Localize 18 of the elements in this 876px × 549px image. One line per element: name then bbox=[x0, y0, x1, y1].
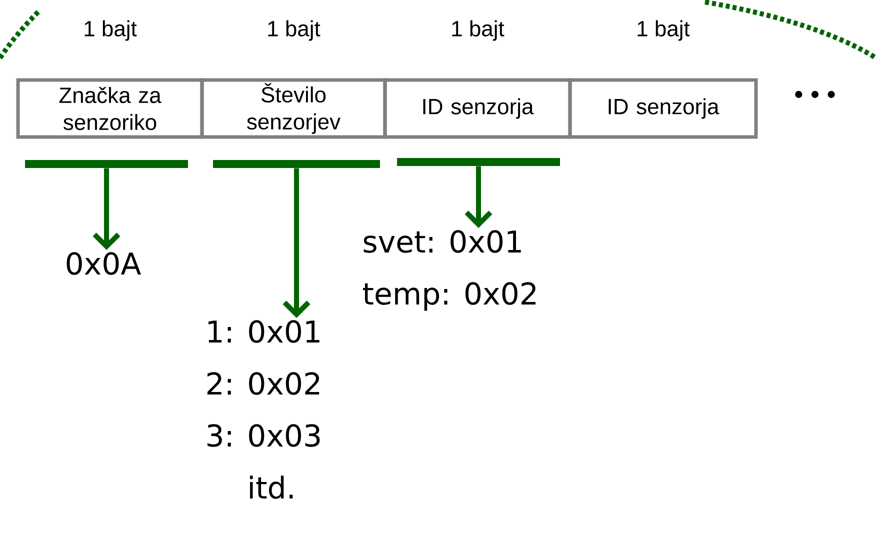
value-text: svet: 0x01 temp: 0x02 bbox=[363, 230, 536, 311]
value-text: 0x0A bbox=[66, 252, 141, 275]
value-text: 1: 0x01 2: 0x02 3: 0x03 itd. bbox=[207, 320, 320, 499]
byte-label: 1 bajt bbox=[268, 20, 320, 41]
table-cell: ID senzorja bbox=[568, 78, 758, 139]
byte-label: 1 bajt bbox=[452, 20, 504, 41]
arrow bbox=[282, 168, 310, 318]
bracket-bar bbox=[397, 158, 560, 166]
table-cell: ID senzorja bbox=[383, 78, 572, 139]
table-cell: Število senzorjev bbox=[200, 78, 387, 139]
byte-label: 1 bajt bbox=[84, 20, 137, 41]
arrow bbox=[92, 168, 120, 250]
bracket-bar bbox=[25, 160, 188, 168]
byte-label: 1 bajt bbox=[638, 20, 690, 41]
arrow bbox=[464, 166, 492, 228]
ellipsis: • • • bbox=[795, 90, 835, 98]
table-cell: Značka za senzoriko bbox=[16, 78, 204, 139]
bracket-bar bbox=[213, 160, 380, 168]
